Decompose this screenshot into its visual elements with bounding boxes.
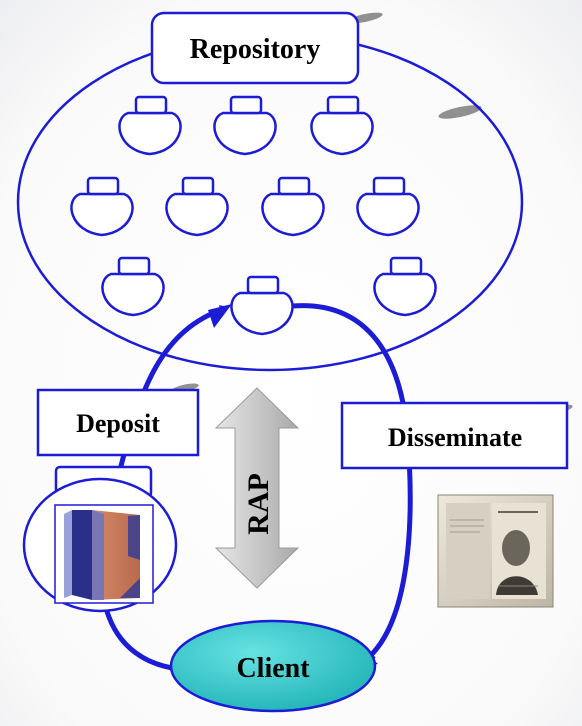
disseminate-box: Disseminate <box>340 401 569 470</box>
stored-object-icon <box>101 256 165 317</box>
stored-object-icon <box>310 95 374 156</box>
stored-object-icon <box>165 176 229 237</box>
client-label: Client <box>236 653 310 684</box>
stored-object-icon <box>213 95 277 156</box>
deposit-box: Deposit <box>36 388 200 457</box>
deposited-object <box>22 465 178 613</box>
deposit-arrowhead <box>208 304 232 328</box>
rap-label: RAP <box>242 473 275 535</box>
stored-objects <box>70 95 437 336</box>
stored-object-icon <box>230 275 294 336</box>
shakespeare-folio-page-icon <box>437 494 554 608</box>
book-icon <box>54 504 154 604</box>
stored-object-icon <box>261 176 325 237</box>
stored-object-icon <box>356 176 420 237</box>
disseminate-label: Disseminate <box>388 423 522 452</box>
stored-object-icon <box>373 256 437 317</box>
client-node: Client <box>169 619 377 713</box>
rap-double-arrow: RAP <box>214 387 300 589</box>
repository-title-box: Repository <box>150 11 360 85</box>
stored-object-icon <box>118 95 182 156</box>
repository-title: Repository <box>190 34 321 65</box>
stored-object-icon <box>70 176 134 237</box>
deposit-label: Deposit <box>76 409 160 438</box>
